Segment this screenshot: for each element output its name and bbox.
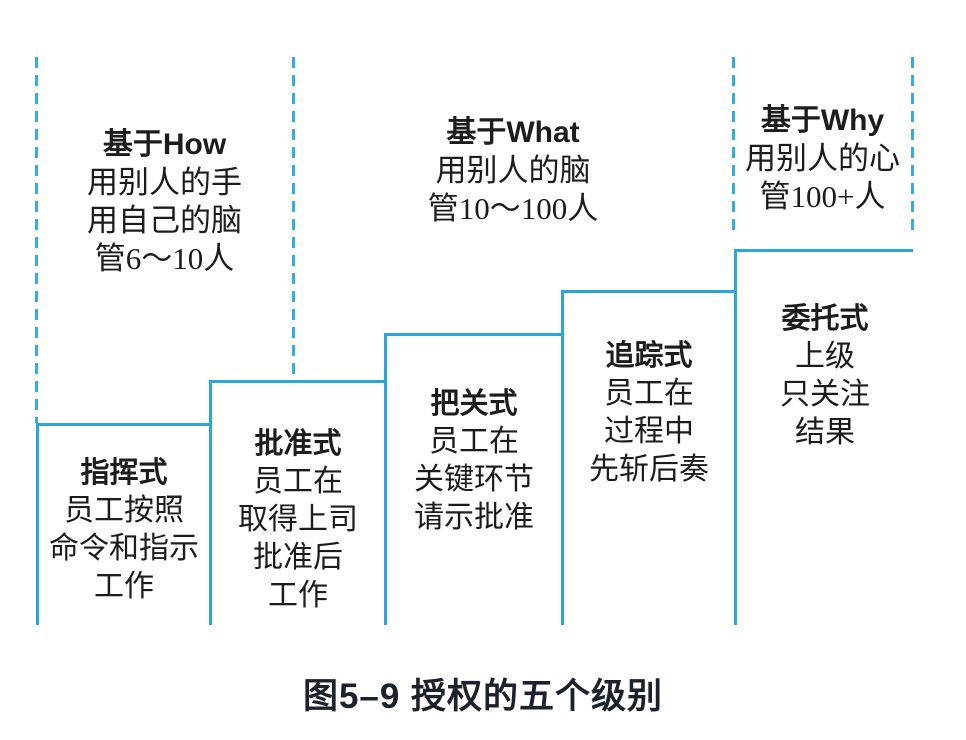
zone-how-line-3: 管6～10人 xyxy=(94,241,235,276)
zone-header-how: 基于How 用别人的手 用自己的脑 管6～10人 xyxy=(36,126,293,278)
dashed-guide-line-2 xyxy=(292,57,295,377)
level-box-approval: 批准式 员工在 取得上司 批准后 工作 xyxy=(209,380,384,625)
level-5-line-2: 只关注 xyxy=(780,378,870,411)
level-2-line-3: 批准后 xyxy=(253,541,343,574)
level-2-line-4: 工作 xyxy=(268,579,328,612)
level-4-line-1: 员工在 xyxy=(604,377,694,410)
level-2-line-1: 员工在 xyxy=(253,465,343,498)
level-2-title: 批准式 xyxy=(254,428,342,460)
level-3-line-2: 关键环节 xyxy=(414,463,534,496)
level-2-line-2: 取得上司 xyxy=(238,503,358,536)
level-1-line-1: 员工按照 xyxy=(64,494,184,527)
level-3-title: 把关式 xyxy=(430,388,518,420)
level-5-title: 委托式 xyxy=(781,303,869,335)
level-5-line-1: 上级 xyxy=(795,340,855,373)
zone-how-line-1: 用别人的手 xyxy=(87,165,242,200)
zone-why-line-2: 管100+人 xyxy=(759,179,886,214)
zone-how-line-2: 用自己的脑 xyxy=(87,203,242,238)
level-3-line-1: 员工在 xyxy=(429,425,519,458)
zone-what-line-1: 用别人的脑 xyxy=(435,153,591,188)
level-1-line-3: 工作 xyxy=(94,570,154,603)
level-4-line-3: 先斩后奏 xyxy=(589,453,709,486)
zone-why-title: 基于Why xyxy=(760,104,885,137)
zone-what-line-2: 管10～100人 xyxy=(427,191,599,226)
zone-what-title: 基于What xyxy=(446,116,580,149)
level-box-directive: 指挥式 员工按照 命令和指示 工作 xyxy=(36,423,209,625)
zone-header-why: 基于Why 用别人的心 管100+人 xyxy=(733,102,912,216)
dashed-guide-line-4 xyxy=(911,57,914,236)
level-4-title: 追踪式 xyxy=(605,340,693,372)
level-4-line-2: 过程中 xyxy=(604,415,694,448)
zone-how-title: 基于How xyxy=(102,128,227,161)
level-box-gatekeeping: 把关式 员工在 关键环节 请示批准 xyxy=(384,333,561,625)
level-1-title: 指挥式 xyxy=(80,457,168,489)
dashed-guide-line-3 xyxy=(732,57,735,236)
zone-header-what: 基于What 用别人的脑 管10～100人 xyxy=(293,114,733,228)
figure-caption: 图5–9 授权的五个级别 xyxy=(302,677,664,716)
level-3-line-3: 请示批准 xyxy=(414,501,534,534)
dashed-guide-line-1 xyxy=(35,57,38,423)
level-box-tracking: 追踪式 员工在 过程中 先斩后奏 xyxy=(561,290,734,625)
zone-why-line-1: 用别人的心 xyxy=(745,141,900,176)
level-box-delegation: 委托式 上级 只关注 结果 xyxy=(734,249,913,625)
level-1-line-2: 命令和指示 xyxy=(49,532,199,565)
level-5-line-3: 结果 xyxy=(795,416,855,449)
